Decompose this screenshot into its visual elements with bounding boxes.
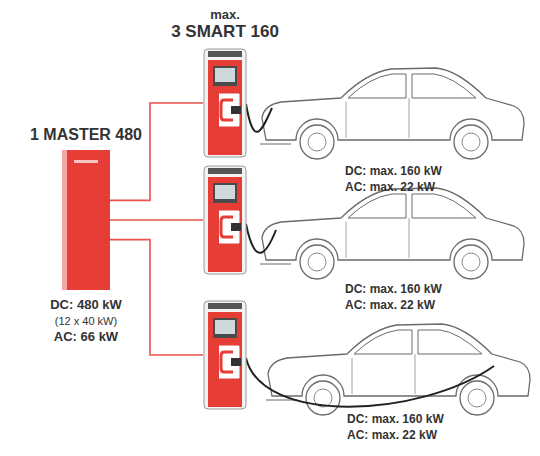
power-rating: DC: max. 160 kW [345,164,442,178]
charging-cable [246,104,272,132]
unit-heading: 3 SMART 160 [171,22,279,42]
car [260,188,524,279]
power-rating: DC: max. 160 kW [345,282,442,296]
charger-pillar [203,165,247,275]
power-link [110,219,203,221]
power-spec: DC: 480 kW [50,296,122,314]
power-link [110,103,203,200]
unit-heading: max. [171,8,279,23]
charger-unit: max.3 SMART 160 [203,48,247,158]
car [260,68,524,159]
master-unit: 1 MASTER 480DC: 480 kW(12 x 40 kW)AC: 66… [62,150,110,290]
charger-pillar [203,48,247,158]
heading-group: max.3 SMART 160 [171,8,279,42]
power-rating: AC: max. 22 kW [345,298,435,312]
power-rating: AC: max. 22 kW [345,180,435,194]
power-spec: (12 x 40 kW) [50,314,122,329]
spec-group: DC: 480 kW(12 x 40 kW)AC: 66 kW [50,296,122,346]
charger-unit [203,300,247,410]
charger-unit [203,165,247,275]
power-rating: AC: max. 22 kW [347,428,437,442]
heading-group: 1 MASTER 480 [30,126,142,144]
master-cabinet [62,150,110,290]
power-spec: AC: 66 kW [50,328,122,346]
unit-heading: 1 MASTER 480 [30,126,142,144]
power-rating: DC: max. 160 kW [347,412,444,426]
charger-pillar [203,300,247,410]
charging-cable [246,224,276,253]
power-link [110,240,203,355]
charging-cable [246,358,494,407]
